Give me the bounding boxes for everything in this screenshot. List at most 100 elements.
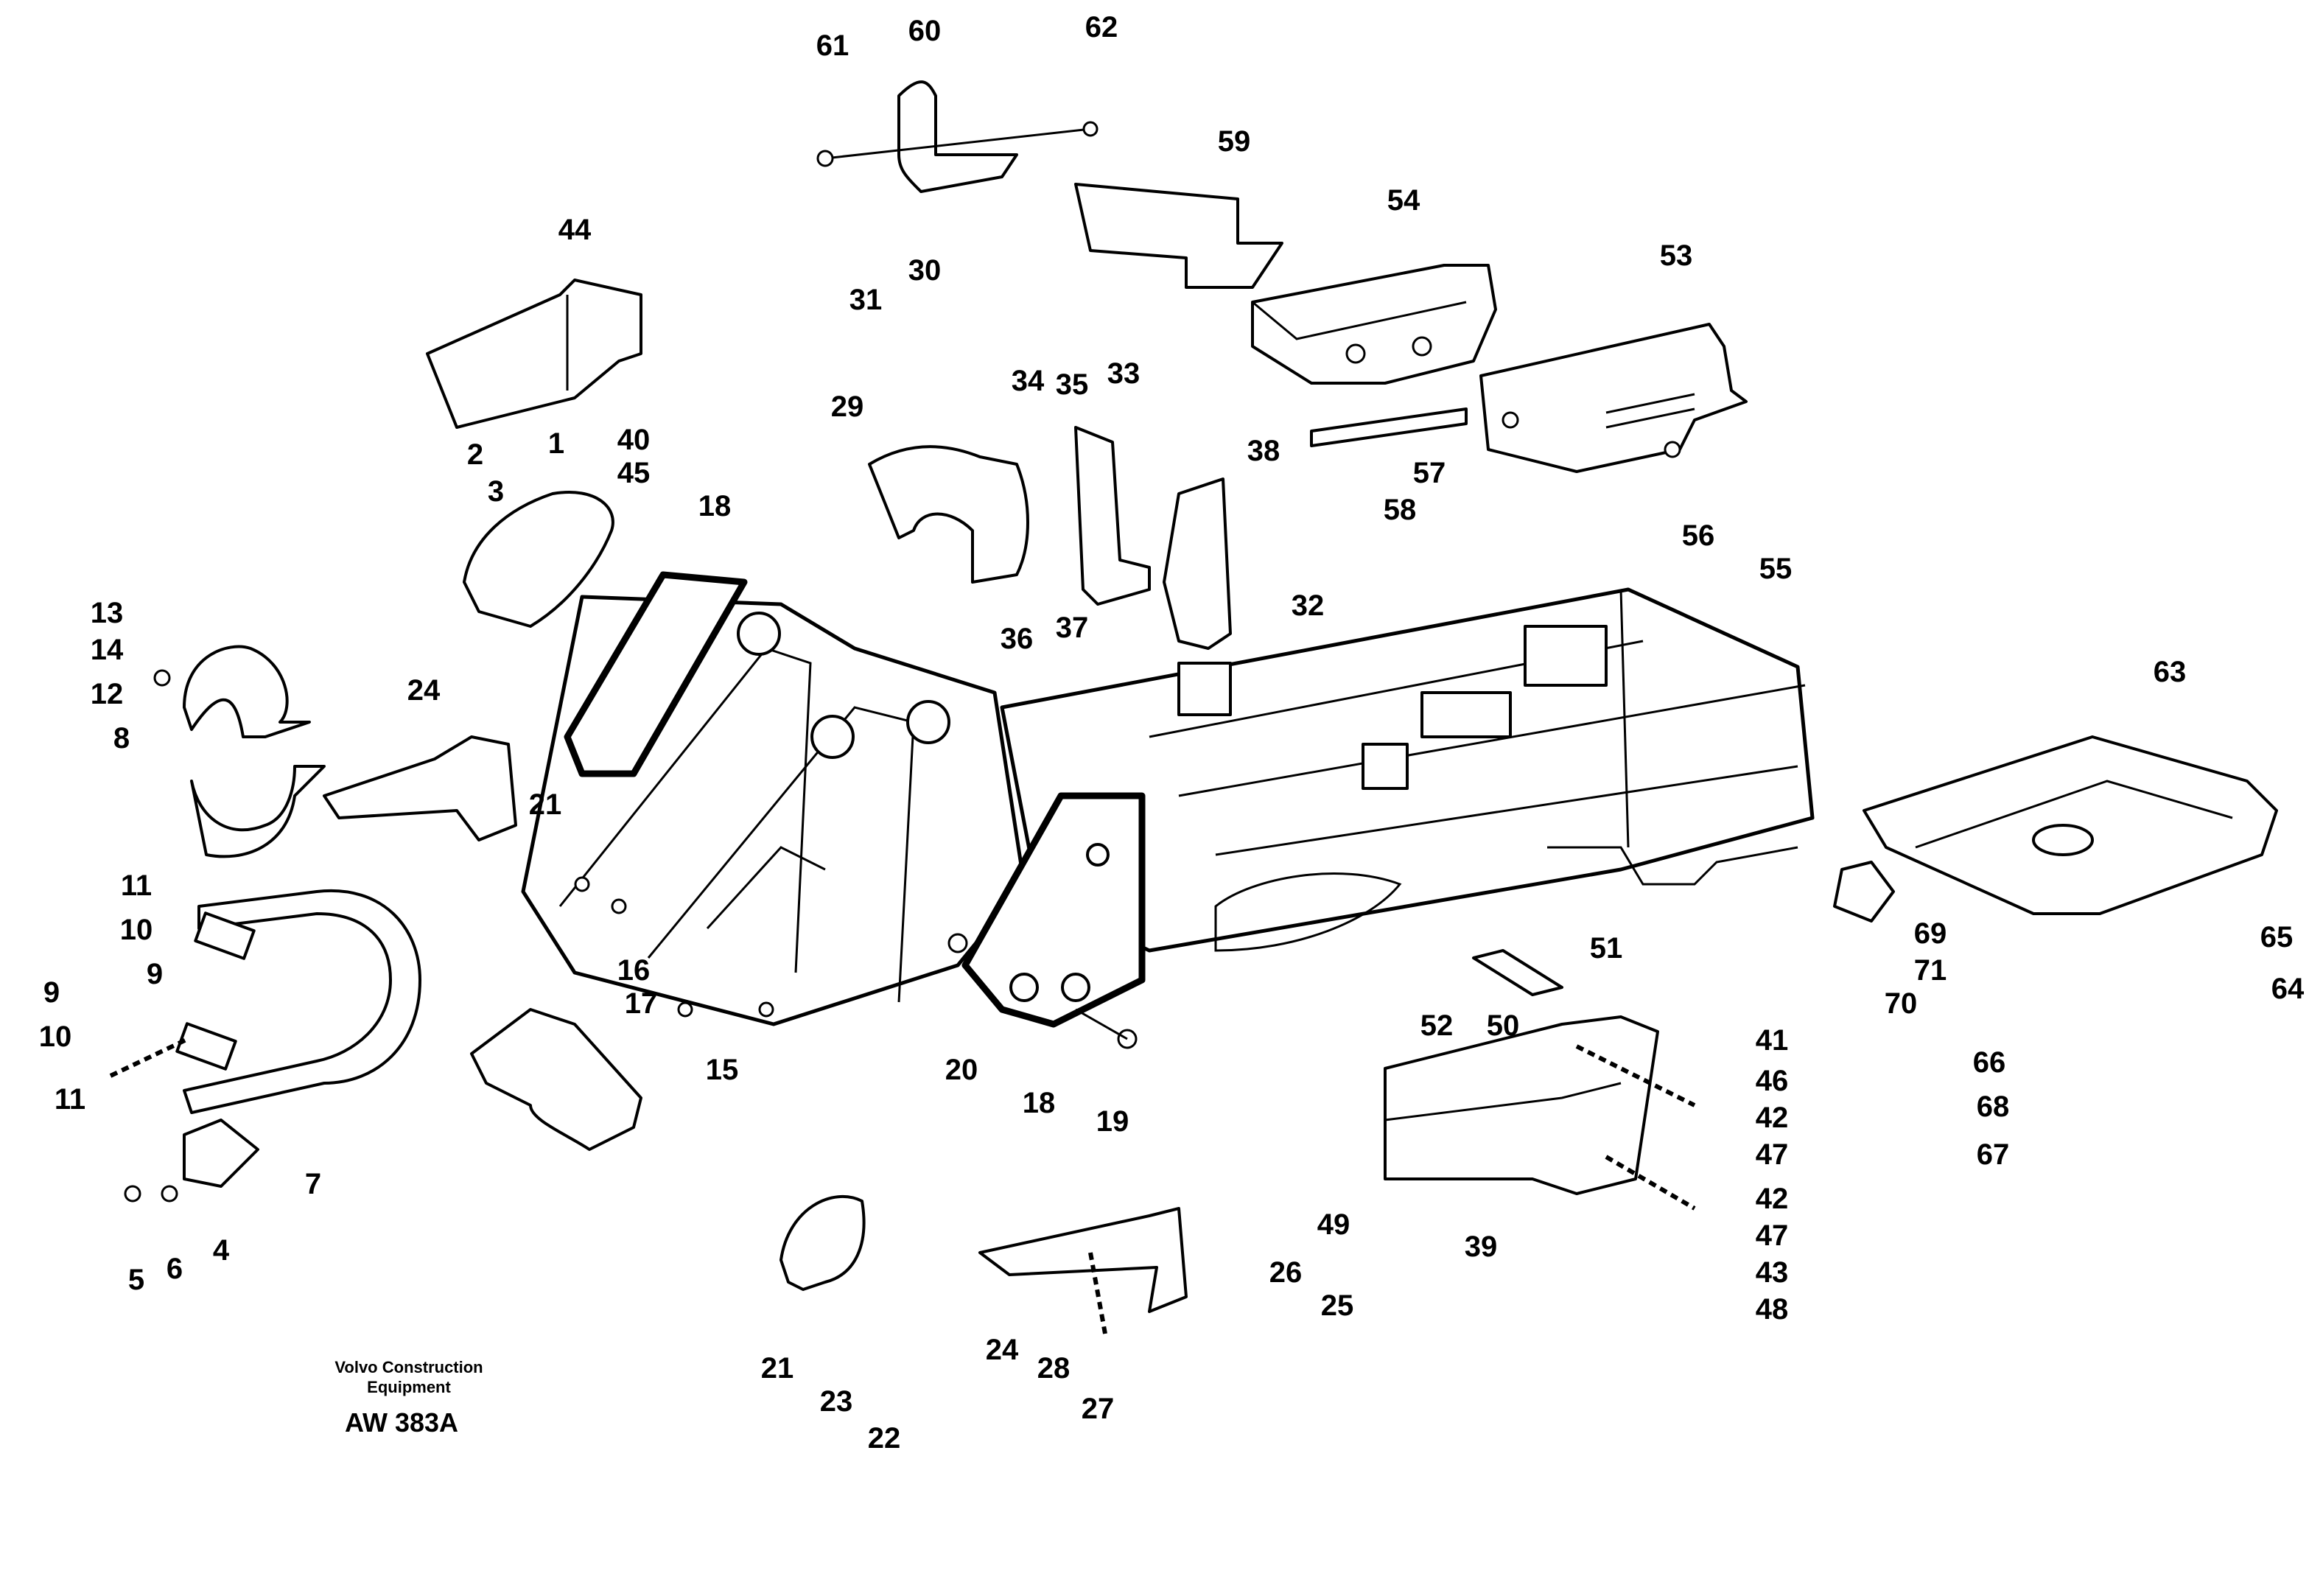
clip-21 (779, 1194, 866, 1291)
bracket-60 (816, 80, 1099, 193)
label-18-upper: 18 (698, 490, 732, 522)
bracket-15 (470, 1008, 642, 1151)
part-labels: 61 60 62 59 54 53 44 31 30 29 34 35 33 3… (39, 11, 2305, 1455)
label-57: 57 (1413, 457, 1446, 489)
label-33: 33 (1107, 357, 1141, 390)
label-47-lower: 47 (1756, 1219, 1789, 1252)
label-56: 56 (1682, 519, 1715, 552)
label-9-left: 9 (43, 976, 60, 1009)
dash-24 (1088, 1252, 1107, 1334)
label-49: 49 (1317, 1208, 1350, 1241)
bracket-33 (1074, 426, 1151, 606)
label-67: 67 (1977, 1138, 2010, 1171)
label-63: 63 (2154, 656, 2187, 688)
brand-line-2: Equipment (367, 1378, 451, 1396)
bracket-24-lower (978, 1207, 1188, 1313)
bracket-24-upper (323, 735, 517, 841)
label-53: 53 (1660, 239, 1693, 272)
label-62: 62 (1085, 11, 1118, 43)
label-43: 43 (1756, 1256, 1789, 1289)
label-60: 60 (908, 15, 942, 47)
label-69: 69 (1914, 917, 1947, 950)
label-29: 29 (831, 391, 864, 423)
cover-59 (1074, 183, 1283, 289)
label-71: 71 (1914, 954, 1947, 987)
guard-29 (868, 445, 1029, 584)
label-46: 46 (1756, 1065, 1789, 1097)
bracket-44 (426, 279, 642, 429)
label-68: 68 (1977, 1091, 2010, 1123)
label-23: 23 (820, 1385, 853, 1418)
label-42-lower: 42 (1756, 1183, 1789, 1215)
label-15: 15 (706, 1054, 739, 1086)
label-17: 17 (625, 987, 658, 1020)
label-7: 7 (305, 1168, 321, 1200)
label-61: 61 (816, 29, 849, 62)
label-5: 5 (128, 1264, 144, 1296)
label-58: 58 (1384, 494, 1417, 526)
label-19: 19 (1096, 1105, 1129, 1138)
label-64: 64 (2271, 973, 2305, 1005)
label-50: 50 (1487, 1009, 1520, 1042)
label-35: 35 (1056, 368, 1089, 401)
label-3: 3 (488, 475, 504, 508)
footer: Volvo Construction Equipment AW 383A (334, 1358, 483, 1438)
reference-code: AW 383A (345, 1407, 458, 1438)
label-48: 48 (1756, 1293, 1789, 1326)
label-6: 6 (167, 1253, 183, 1285)
label-38: 38 (1247, 435, 1280, 467)
label-27: 27 (1082, 1393, 1115, 1425)
bracket-32 (1163, 477, 1232, 650)
side-plate-upper (564, 571, 748, 777)
label-24-upper: 24 (407, 674, 441, 707)
label-9-right: 9 (147, 958, 163, 990)
label-13: 13 (91, 597, 124, 629)
label-55: 55 (1759, 553, 1793, 585)
strap-7 (109, 889, 421, 1203)
label-21-lower: 21 (761, 1352, 794, 1385)
label-44: 44 (558, 214, 592, 246)
label-47-upper: 47 (1756, 1138, 1789, 1171)
label-10-lower: 10 (39, 1021, 72, 1053)
bracket-39 (1384, 1015, 1696, 1211)
label-11-lower: 11 (55, 1083, 85, 1116)
label-21-upper: 21 (529, 788, 562, 821)
label-70: 70 (1885, 987, 1918, 1020)
label-20: 20 (945, 1054, 978, 1086)
label-14: 14 (91, 634, 124, 666)
shield-1 (463, 491, 614, 628)
label-45: 45 (617, 457, 651, 489)
label-26: 26 (1269, 1256, 1303, 1289)
label-59: 59 (1218, 125, 1251, 158)
label-22: 22 (868, 1422, 901, 1455)
label-37: 37 (1056, 612, 1089, 644)
housing-53 (1479, 323, 1748, 473)
strap-57 (1310, 407, 1468, 447)
clamp-8 (153, 645, 326, 858)
label-40: 40 (617, 424, 651, 456)
label-41: 41 (1756, 1024, 1789, 1057)
label-52: 52 (1420, 1009, 1454, 1042)
label-11-upper: 11 (121, 869, 152, 902)
label-42-upper: 42 (1756, 1102, 1789, 1134)
label-16: 16 (617, 954, 651, 987)
label-1: 1 (548, 427, 564, 460)
label-32: 32 (1292, 589, 1325, 622)
label-28: 28 (1037, 1352, 1071, 1385)
tray-63 (1833, 735, 2278, 923)
label-25: 25 (1321, 1289, 1354, 1322)
label-65: 65 (2260, 921, 2294, 953)
label-51: 51 (1590, 932, 1623, 965)
label-4: 4 (213, 1234, 230, 1267)
label-36: 36 (1001, 623, 1034, 655)
label-2: 2 (467, 438, 483, 471)
label-30: 30 (908, 254, 942, 287)
label-10-upper: 10 (120, 914, 153, 946)
label-54: 54 (1387, 184, 1420, 217)
label-8: 8 (113, 722, 130, 755)
housing-54 (1251, 264, 1497, 385)
brand-line-1: Volvo Construction (334, 1358, 483, 1376)
label-24-lower: 24 (986, 1334, 1019, 1366)
